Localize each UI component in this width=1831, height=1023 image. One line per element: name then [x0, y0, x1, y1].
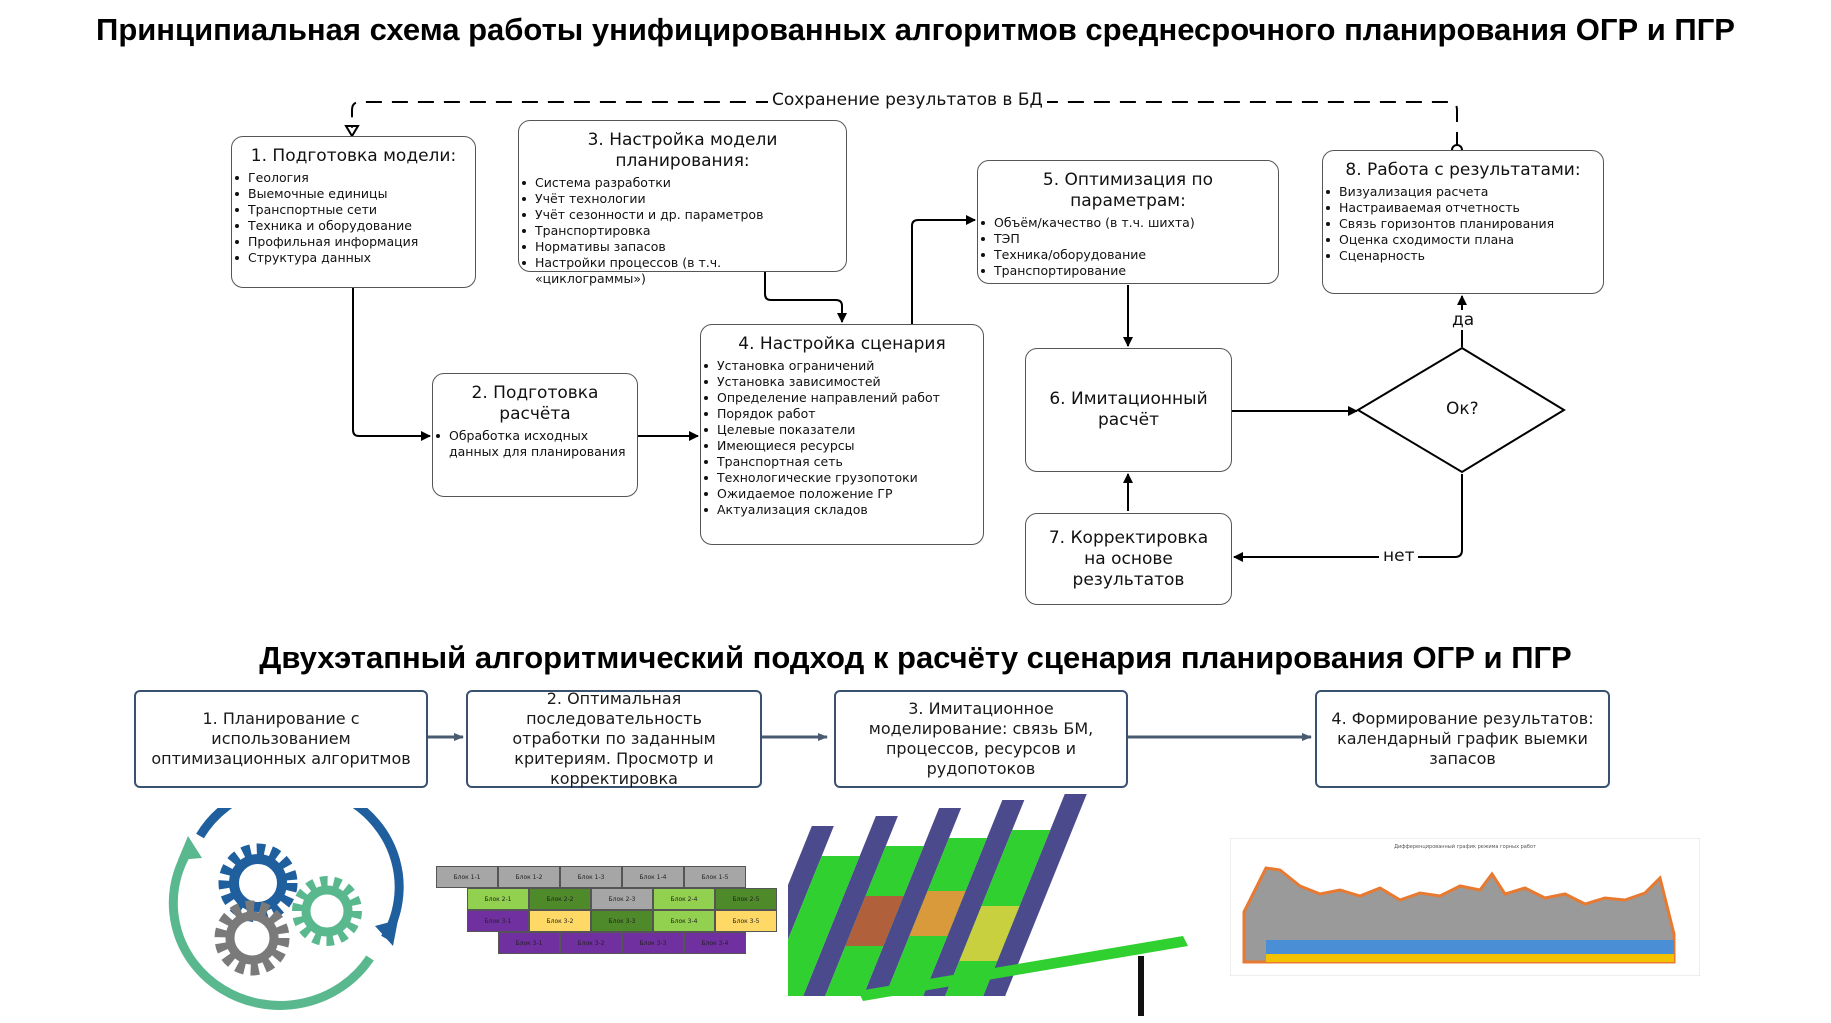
box-title: 6. Имитационный расчёт	[1049, 389, 1208, 430]
list-item: Учёт технологии	[522, 191, 846, 207]
mining-schedule-chart: Дифференцированный график режима горных …	[1230, 838, 1700, 976]
list-item: Геология	[235, 170, 475, 186]
box-title: 5. Оптимизация по параметрам:	[1042, 170, 1214, 211]
step-3: 3. Имитационное моделирование: связь БМ,…	[834, 690, 1128, 788]
list-item: Техника/оборудование	[981, 247, 1278, 263]
step-4: 4. Формирование результатов: календарный…	[1315, 690, 1610, 788]
block-cell: Блок 3-5	[715, 910, 777, 932]
3d-mine-model-icon	[788, 794, 1188, 1016]
list-item: Выемочные единицы	[235, 186, 475, 202]
box-title: 7. Корректировка на основе результатов	[1048, 527, 1209, 590]
decision-diamond	[1356, 346, 1566, 474]
block-cell: Блок 2-2	[529, 888, 591, 910]
box-list: Визуализация расчета Настраиваемая отчет…	[1323, 184, 1603, 264]
box-model-settings: 3. Настройка модели планирования: Систем…	[518, 120, 847, 286]
list-item: Система разработки	[522, 175, 846, 191]
list-item: Определение направлений работ	[704, 390, 983, 406]
block-cell: Блок 3-3	[622, 932, 684, 954]
list-item: Связь горизонтов планирования	[1326, 216, 1603, 232]
box-list: Установка ограничений Установка зависимо…	[701, 358, 983, 518]
list-item: Структура данных	[235, 250, 475, 266]
list-item: Настраиваемая отчетность	[1326, 200, 1603, 216]
list-item: Транспортная сеть	[704, 454, 983, 470]
list-item: Настройки процессов (в т.ч. «циклограммы…	[522, 255, 846, 287]
box-calc-preparation: 2. Подготовка расчёта Обработка исходных…	[432, 373, 638, 497]
save-results-label: Сохранение результатов в БД	[768, 90, 1047, 110]
list-item: Визуализация расчета	[1326, 184, 1603, 200]
list-item: Установка ограничений	[704, 358, 983, 374]
block-cell: Блок 1-1	[436, 866, 498, 888]
block-cell: Блок 3-2	[560, 932, 622, 954]
block-cell: Блок 2-3	[591, 888, 653, 910]
list-item: Техника и оборудование	[235, 218, 475, 234]
list-item: Нормативы запасов	[522, 239, 846, 255]
list-item: Учёт сезонности и др. параметров	[522, 207, 846, 223]
box-list: Геология Выемочные единицы Транспортные …	[232, 170, 475, 266]
block-cell: Блок 1-3	[560, 866, 622, 888]
block-cell: Блок 3-4	[653, 910, 715, 932]
list-item: Транспортирование	[981, 263, 1278, 279]
list-item: Актуализация складов	[704, 502, 983, 518]
box-list: Обработка исходных данных для планирован…	[433, 428, 637, 460]
gears-cycle-icon	[168, 808, 404, 1010]
list-item: Профильная информация	[235, 234, 475, 250]
list-item: Транспортировка	[522, 223, 846, 239]
main-title: Принципиальная схема работы унифицирован…	[96, 12, 1735, 47]
block-cell: Блок 3-4	[684, 932, 746, 954]
block-cell: Блок 1-5	[684, 866, 746, 888]
block-cell: Блок 3-1	[498, 932, 560, 954]
list-item: Ожидаемое положение ГР	[704, 486, 983, 502]
box-model-preparation: 1. Подготовка модели: Геология Выемочные…	[231, 136, 476, 288]
block-cell: Блок 2-5	[715, 888, 777, 910]
second-title: Двухэтапный алгоритмический подход к рас…	[259, 640, 1572, 675]
list-item: Имеющиеся ресурсы	[704, 438, 983, 454]
box-results: 8. Работа с результатами: Визуализация р…	[1322, 150, 1604, 294]
no-label: нет	[1379, 546, 1419, 566]
block-cell: Блок 2-1	[467, 888, 529, 910]
list-item: Порядок работ	[704, 406, 983, 422]
box-title: 1. Подготовка модели:	[250, 146, 457, 166]
block-cell: Блок 3-3	[591, 910, 653, 932]
list-item: ТЭП	[981, 231, 1278, 247]
step-2: 2. Оптимальная последовательность отрабо…	[466, 689, 762, 788]
box-list: Объём/качество (в т.ч. шихта) ТЭП Техник…	[978, 215, 1278, 279]
list-item: Транспортные сети	[235, 202, 475, 218]
list-item: Обработка исходных данных для планирован…	[436, 428, 626, 459]
list-item: Оценка сходимости плана	[1326, 232, 1603, 248]
block-cell: Блок 2-4	[653, 888, 715, 910]
block-cell: Блок 3-1	[467, 910, 529, 932]
yes-label: да	[1448, 310, 1479, 330]
box-title: 3. Настройка модели планирования:	[587, 130, 778, 171]
box-list: Система разработки Учёт технологии Учёт …	[519, 175, 846, 287]
mini-chart-title: Дифференцированный график режима горных …	[1394, 843, 1536, 850]
box-optimization: 5. Оптимизация по параметрам: Объём/каче…	[977, 160, 1279, 284]
block-cell: Блок 1-4	[622, 866, 684, 888]
block-cell: Блок 1-2	[498, 866, 560, 888]
list-item: Технологические грузопотоки	[704, 470, 983, 486]
list-item: Целевые показатели	[704, 422, 983, 438]
list-item: Объём/качество (в т.ч. шихта)	[981, 215, 1278, 231]
list-item: Сценарность	[1326, 248, 1603, 264]
box-scenario-settings: 4. Настройка сценария Установка ограниче…	[700, 324, 984, 545]
box-simulation: 6. Имитационный расчёт	[1025, 348, 1232, 472]
block-cell: Блок 3-2	[529, 910, 591, 932]
decision-label: Ок?	[1446, 399, 1479, 419]
box-correction: 7. Корректировка на основе результатов	[1025, 513, 1232, 605]
box-title: 4. Настройка сценария	[738, 334, 946, 354]
list-item: Установка зависимостей	[704, 374, 983, 390]
box-title: 2. Подготовка расчёта	[471, 383, 599, 424]
box-title: 8. Работа с результатами:	[1345, 160, 1581, 180]
step-1: 1. Планирование с использованием оптимиз…	[134, 690, 428, 788]
